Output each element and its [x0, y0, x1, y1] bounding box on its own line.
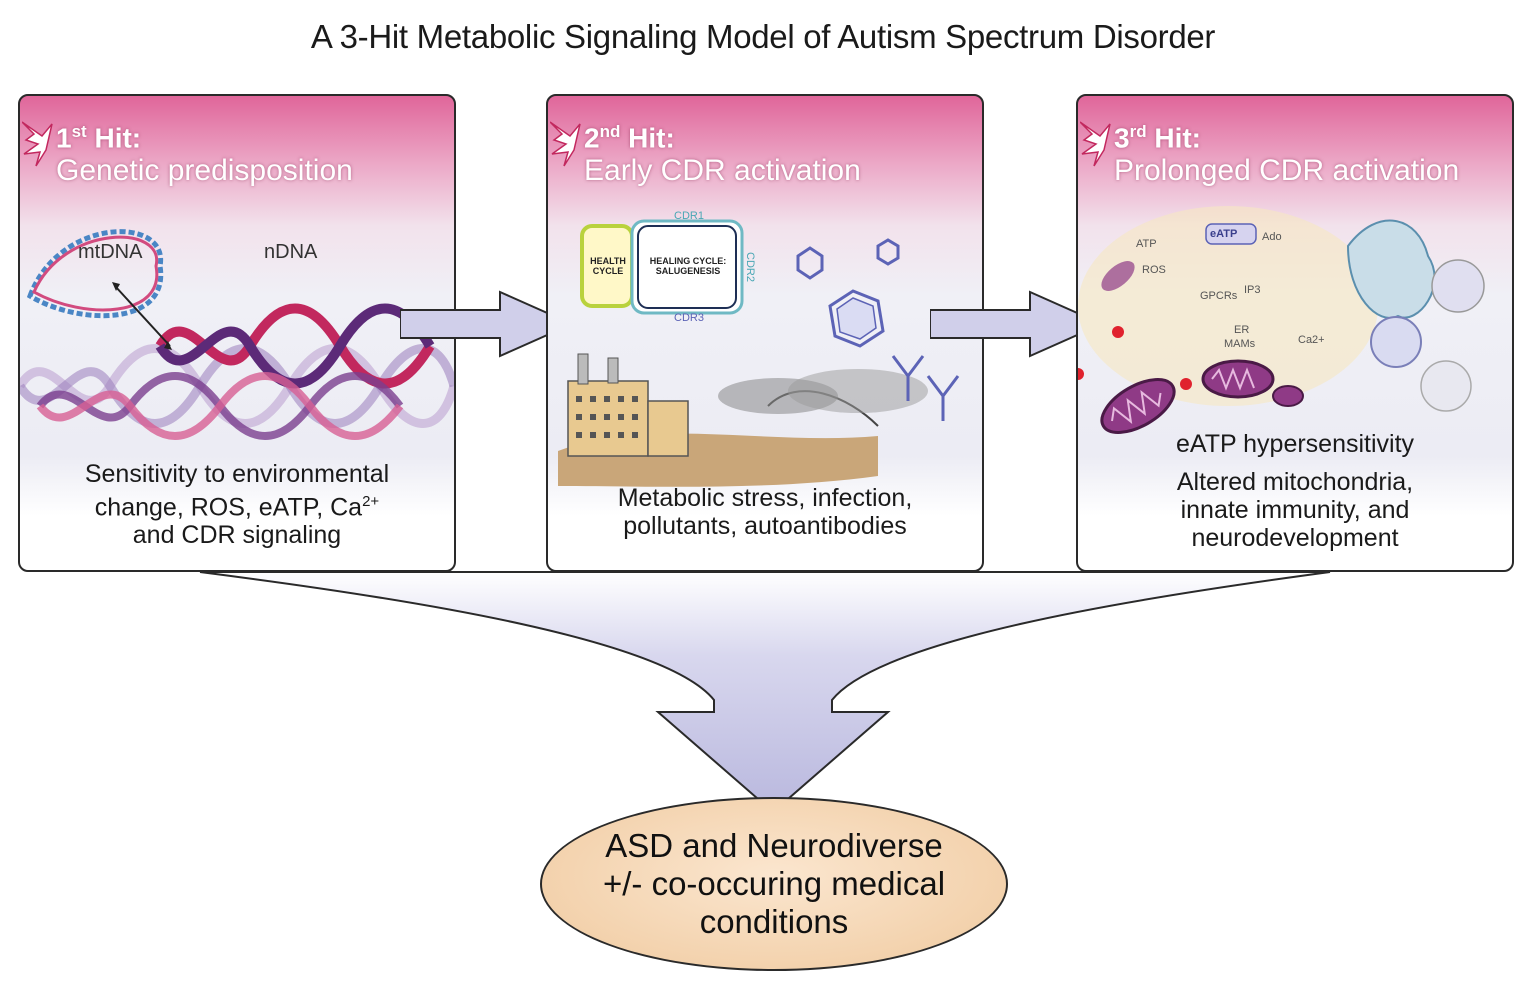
burst-icon — [550, 121, 581, 167]
ca-label: Ca2+ — [1298, 334, 1325, 346]
panel-third-hit: 3rd Hit: Prolonged CDR activation ATP eA… — [1076, 94, 1514, 572]
healing-cycle-label: HEALING CYCLE:SALUGENESIS — [649, 256, 727, 276]
cdr2-label: CDR2 — [744, 252, 756, 282]
cell-signaling-illustration — [1078, 206, 1485, 434]
outcome-text: ASD and Neurodiverse +/- co-occuring med… — [602, 827, 946, 940]
panel-second-hit: 2nd Hit: Early CDR activation CDR1 CDR2 … — [546, 94, 984, 572]
ado-label: Ado — [1262, 231, 1282, 243]
panel-first-hit: 1st Hit: Genetic predisposition mtDNA nD… — [18, 94, 456, 572]
arrow-hit1-to-hit2 — [400, 290, 575, 358]
mtdna-label: mtDNA — [78, 241, 143, 263]
hit-subtitle: Prolonged CDR activation — [1114, 154, 1460, 187]
ros-label: ROS — [1142, 264, 1166, 276]
hit-subtitle: Genetic predisposition — [56, 154, 353, 187]
atp-label: ATP — [1136, 238, 1157, 250]
gpcrs-label: GPCRs — [1200, 290, 1238, 302]
eatp-label: eATP — [1210, 228, 1238, 240]
cdr-cycle-and-pollution-illustration — [558, 219, 960, 487]
panel-caption-head: eATP hypersensitivity — [1175, 430, 1415, 458]
mams-label: MAMs — [1224, 338, 1256, 350]
figure-title: A 3-Hit Metabolic Signaling Model of Aut… — [310, 18, 1216, 55]
outcome-oval: ASD and Neurodiverse +/- co-occuring med… — [540, 797, 1008, 971]
cdr1-label: CDR1 — [674, 210, 704, 222]
burst-icon — [1080, 121, 1111, 167]
arrow-hit2-to-hit3 — [930, 290, 1105, 358]
burst-icon — [22, 121, 53, 167]
er-label: ER — [1234, 324, 1250, 336]
hit-heading: 3rd Hit: — [1114, 122, 1202, 154]
panel-caption: Sensitivity to environmental change, ROS… — [84, 460, 390, 550]
panel-caption: Altered mitochondria, innate immunity, a… — [1176, 468, 1414, 552]
ip3-label: IP3 — [1244, 284, 1261, 296]
hit-heading: 2nd Hit: — [584, 122, 675, 154]
ndna-label: nDNA — [264, 241, 318, 263]
hit-heading: 1st Hit: — [56, 122, 142, 154]
panel-caption: Metabolic stress, infection, pollutants,… — [617, 484, 913, 540]
dna-illustration — [20, 229, 454, 440]
cdr3-label: CDR3 — [674, 312, 704, 324]
hit-subtitle: Early CDR activation — [584, 154, 861, 187]
